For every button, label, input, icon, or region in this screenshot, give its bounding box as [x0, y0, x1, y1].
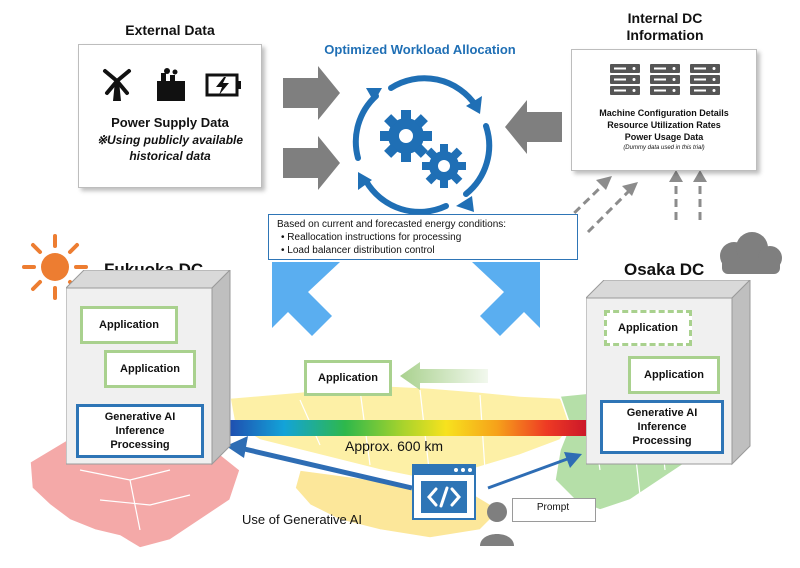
conditions-heading: Based on current and forecasted energy c…	[277, 219, 507, 230]
arrow-internal-to-center	[505, 100, 562, 154]
arrow-external-to-center-2	[283, 136, 340, 190]
internal-item-config: Machine Configuration Details	[599, 108, 729, 118]
internal-dummy-note: (Dummy data used in this trial)	[623, 145, 705, 151]
fukuoka-genai-line1: Generative AI	[104, 411, 176, 423]
arrow-external-to-center-1	[283, 66, 340, 120]
use-genai-label: Use of Generative AI	[242, 512, 362, 527]
network-link-bar	[230, 420, 590, 436]
fukuoka-genai-processing: Generative AI Inference Processing	[76, 404, 204, 458]
server-rack-icon	[650, 64, 680, 95]
public-data-note: ※Using publicly available	[96, 133, 244, 147]
power-supply-label: Power Supply Data	[111, 115, 229, 130]
osaka-genai-line2: Inference	[637, 421, 687, 433]
osaka-dc-title: Osaka DC	[624, 260, 705, 279]
prompt-label: Prompt	[536, 502, 570, 513]
osaka-genai-line1: Generative AI	[626, 407, 698, 419]
internal-item-utilization: Resource Utilization Rates	[607, 120, 721, 130]
internal-item-power: Power Usage Data	[624, 132, 704, 142]
conditions-bullet-reallocation: • Reallocation instructions for processi…	[281, 232, 462, 243]
internal-title-line2: Information	[626, 27, 704, 43]
osaka-app-1: Application	[604, 310, 692, 346]
battery-charging-icon	[205, 73, 241, 97]
center-title: Optimized Workload Allocation	[324, 42, 516, 57]
osaka-genai-line3: Processing	[632, 435, 692, 447]
osaka-app-2: Application	[628, 356, 720, 394]
public-data-note-line2: historical data	[129, 149, 211, 163]
conditions-bullet-load-balancer: • Load balancer distribution control	[281, 245, 435, 256]
app-migration-arrow	[400, 362, 488, 390]
fukuoka-app-1: Application	[80, 306, 178, 344]
arrow-client-to-fukuoka	[226, 436, 248, 458]
windmill-icon	[103, 69, 131, 101]
cloud-icon	[720, 232, 782, 274]
migrating-app: Application	[304, 360, 392, 396]
fukuoka-genai-line3: Processing	[110, 439, 170, 451]
fukuoka-genai-line2: Inference	[115, 425, 165, 437]
distance-label: Approx. 600 km	[345, 438, 444, 454]
prompt-bubble	[512, 498, 596, 522]
arrow-to-osaka	[472, 262, 540, 336]
server-rack-icon	[690, 64, 720, 95]
telemetry-arrows	[563, 178, 702, 234]
fukuoka-app-2: Application	[104, 350, 196, 388]
arrow-client-to-osaka	[564, 452, 582, 468]
external-data-title: External Data	[125, 22, 215, 38]
factory-icon	[157, 68, 185, 101]
person-icon	[480, 502, 514, 546]
internal-info-card: Machine Configuration Details Resource U…	[571, 49, 757, 171]
gears-cycle-icon	[352, 75, 493, 215]
arrow-to-fukuoka	[272, 262, 340, 336]
osaka-genai-processing: Generative AI Inference Processing	[600, 400, 724, 454]
conditions-box: Based on current and forecasted energy c…	[268, 214, 578, 260]
internal-title-line1: Internal DC	[627, 10, 703, 26]
external-data-card: Power Supply Data ※Using publicly availa…	[78, 44, 262, 188]
server-rack-icon	[610, 64, 640, 95]
code-window-icon	[412, 464, 476, 520]
